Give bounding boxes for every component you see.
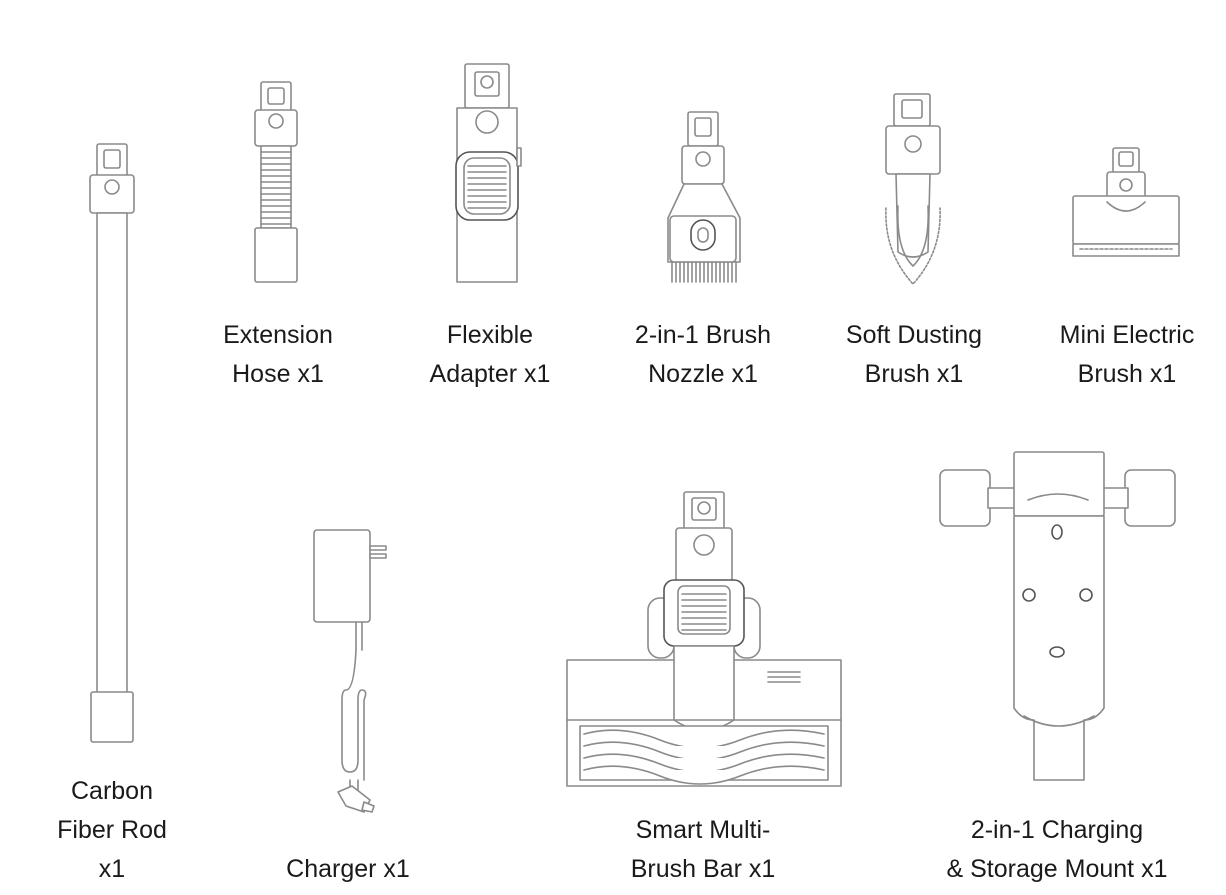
label-line: Brush x1 — [864, 360, 964, 388]
label-charging-mount: 2-in-1 Charging & Storage Mount x1 — [947, 811, 1168, 889]
brush-nozzle-drawing — [667, 111, 741, 283]
label-line: Fiber Rod — [57, 816, 167, 844]
label-line: Charger x1 — [286, 855, 410, 883]
label-line: Smart Multi- — [635, 816, 771, 844]
extension-hose-drawing — [254, 81, 298, 283]
label-line: Soft Dusting — [845, 321, 983, 349]
carbon-fiber-rod-drawing — [89, 143, 135, 743]
charging-mount-drawing — [939, 451, 1176, 781]
label-line: Extension — [223, 321, 333, 349]
label-charger: Charger x1 — [286, 850, 410, 889]
label-line: Carbon — [70, 777, 153, 805]
label-line: Flexible — [446, 321, 534, 349]
label-line: 2-in-1 Charging — [970, 816, 1144, 844]
label-carbon-fiber-rod: Carbon Fiber Rod x1 — [57, 772, 167, 889]
label-brush-nozzle: 2-in-1 Brush Nozzle x1 — [635, 316, 771, 394]
charger-drawing — [313, 529, 387, 813]
label-line: & Storage Mount x1 — [946, 855, 1168, 883]
label-line: 2-in-1 Brush — [634, 321, 772, 349]
label-line: Mini Electric — [1059, 321, 1195, 349]
label-extension-hose: Extension Hose x1 — [223, 316, 333, 394]
label-line: x1 — [98, 855, 126, 883]
label-line: Hose x1 — [232, 360, 324, 388]
soft-dusting-brush-drawing — [885, 93, 941, 285]
label-mini-electric-brush: Mini Electric Brush x1 — [1060, 316, 1195, 394]
flexible-adapter-drawing — [455, 63, 522, 283]
label-soft-dusting-brush: Soft Dusting Brush x1 — [846, 316, 982, 394]
label-line: Brush x1 — [1077, 360, 1177, 388]
label-line: Brush Bar x1 — [630, 855, 776, 883]
label-flexible-adapter: Flexible Adapter x1 — [430, 316, 551, 394]
mini-electric-brush-drawing — [1072, 147, 1180, 257]
label-line: Adapter x1 — [429, 360, 551, 388]
label-line: Nozzle x1 — [648, 360, 758, 388]
multi-brush-bar-drawing — [566, 491, 842, 787]
label-multi-brush-bar: Smart Multi- Brush Bar x1 — [631, 811, 776, 889]
